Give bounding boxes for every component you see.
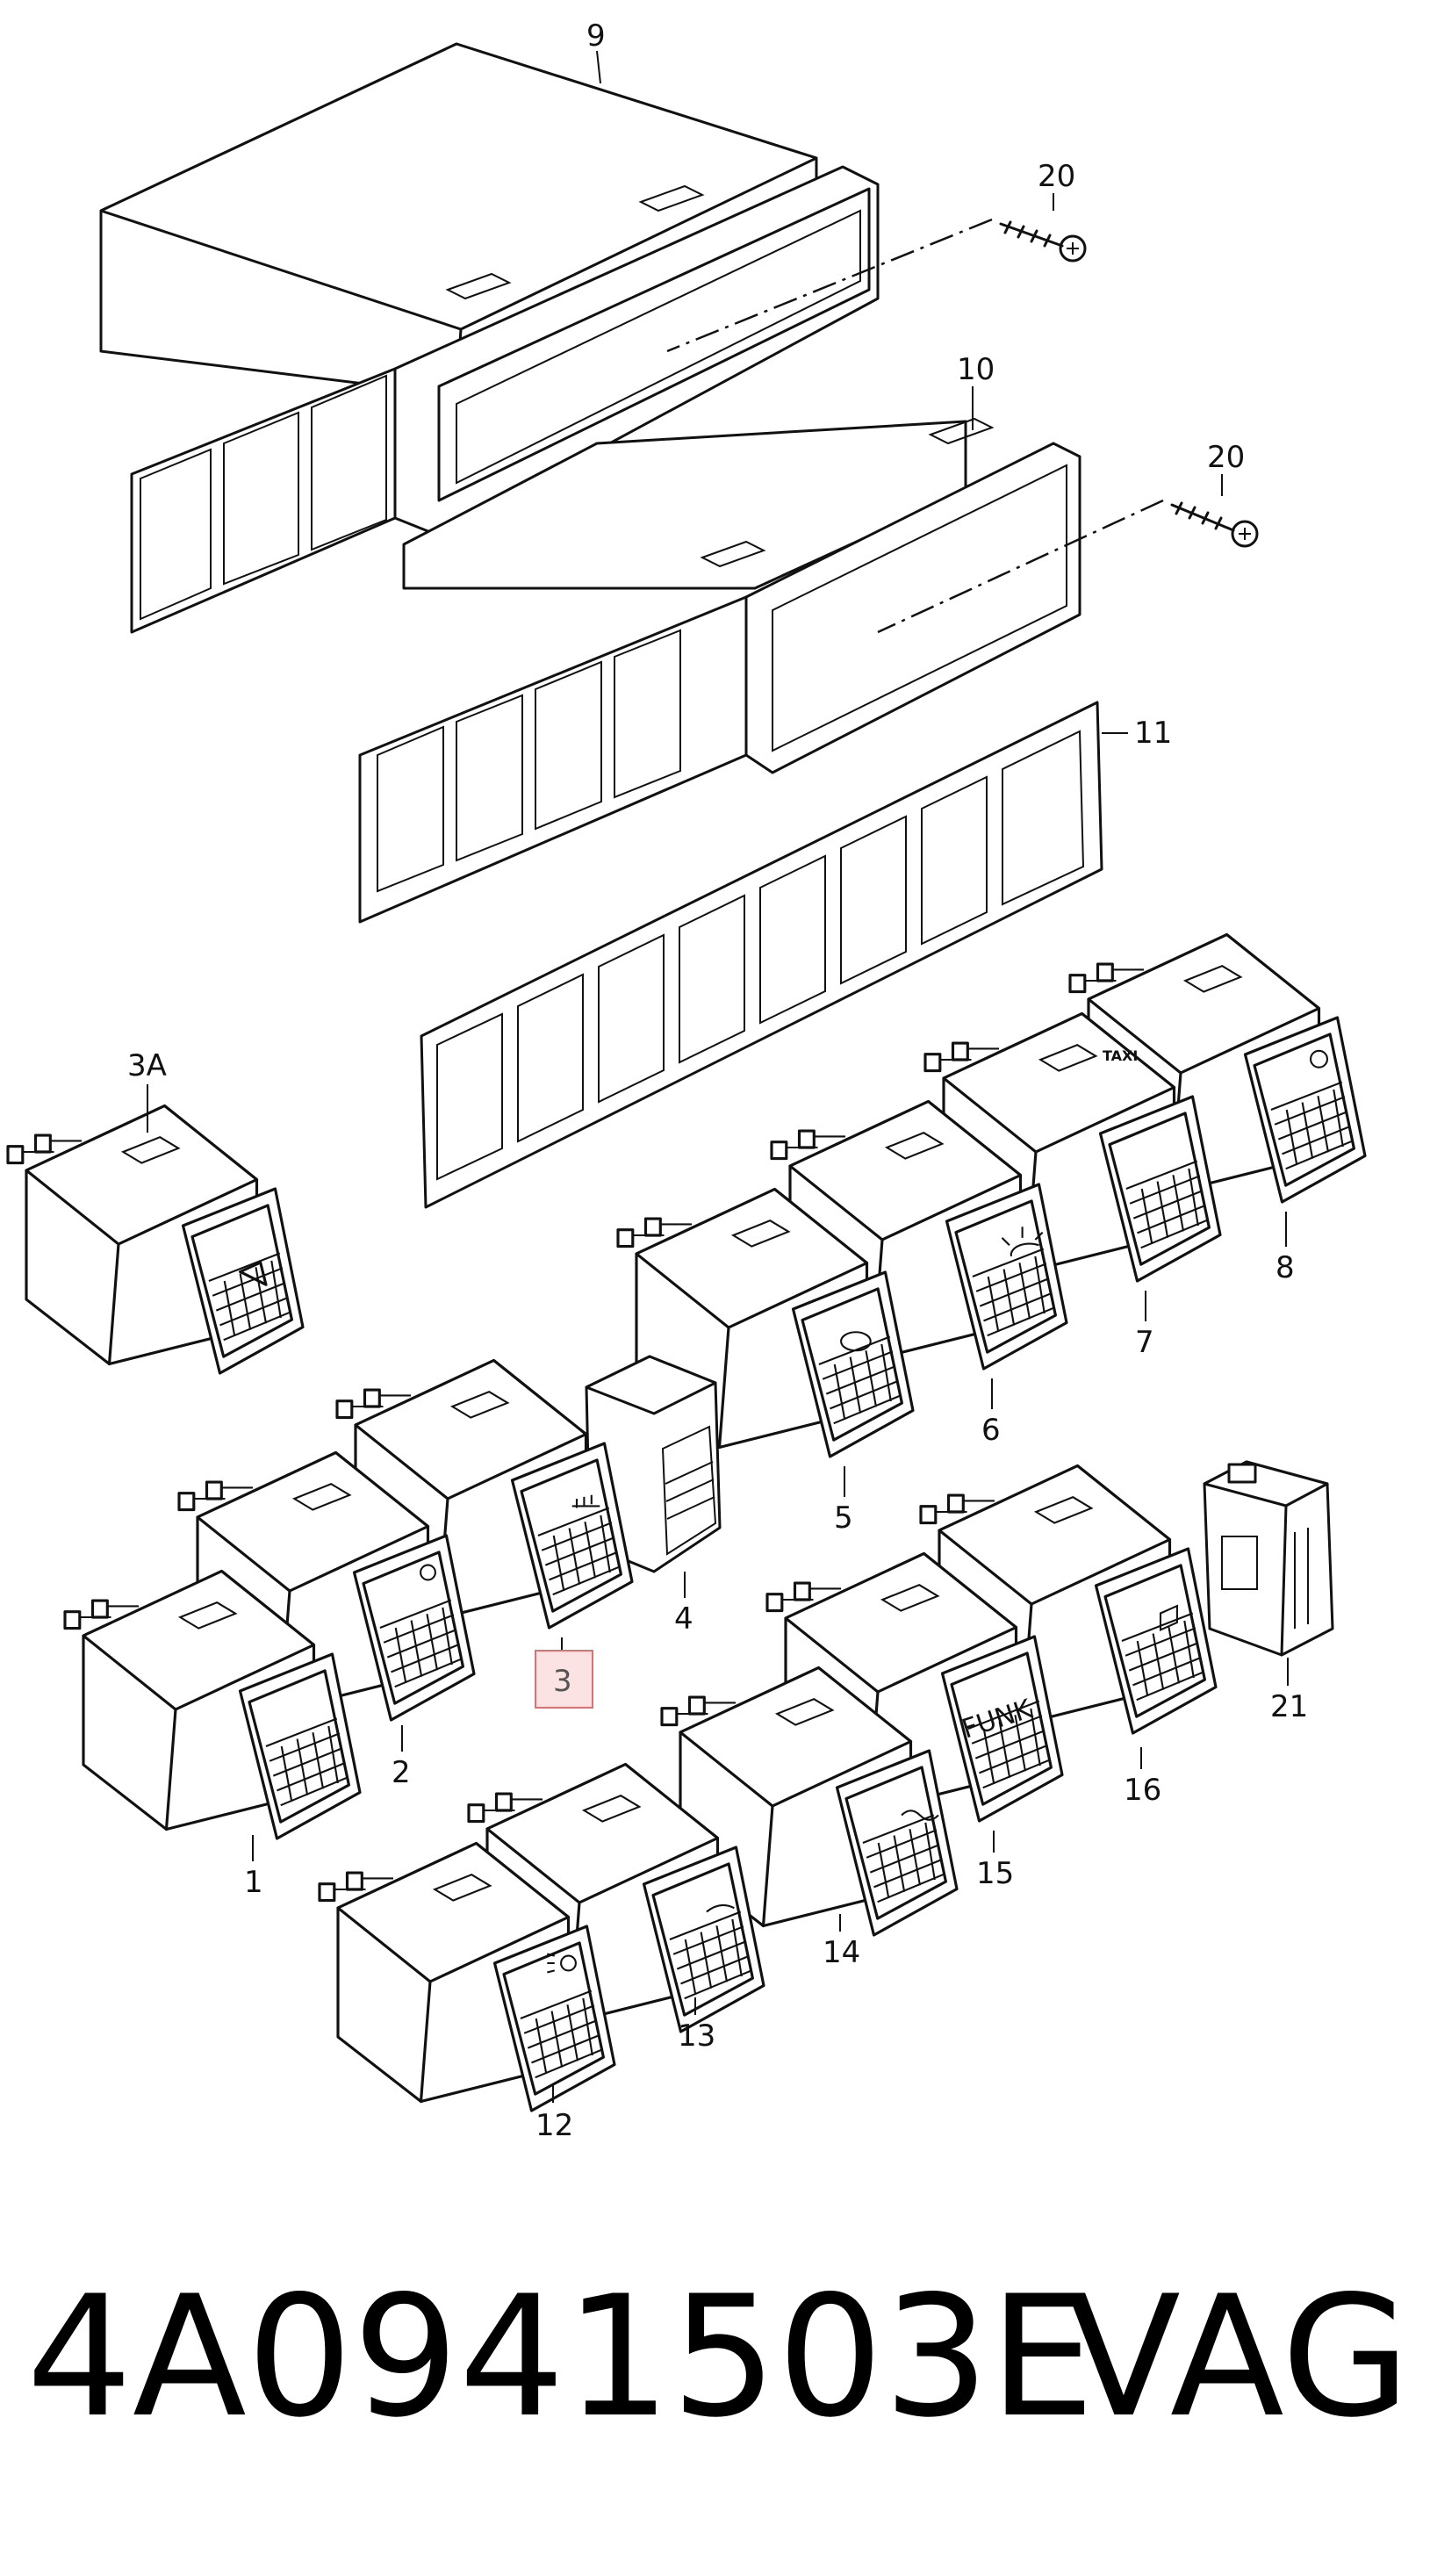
callout-20-lower: 20 bbox=[1207, 440, 1245, 475]
callout-21: 21 bbox=[1270, 1689, 1308, 1724]
callout-14: 14 bbox=[823, 1935, 860, 1970]
callout-4: 4 bbox=[674, 1601, 693, 1637]
switch-2 bbox=[177, 1450, 476, 1722]
taxi-label: TAXI bbox=[1103, 1047, 1138, 1064]
callout-10: 10 bbox=[957, 352, 995, 387]
cover-frame-11 bbox=[420, 701, 1128, 1209]
callout-2: 2 bbox=[392, 1755, 411, 1790]
callout-15: 15 bbox=[976, 1856, 1014, 1891]
switch-16 bbox=[919, 1464, 1218, 1735]
callout-6: 6 bbox=[981, 1413, 1001, 1448]
part-number: 4A0941503E bbox=[26, 2260, 1095, 2454]
callout-12: 12 bbox=[535, 2108, 573, 2143]
callout-9: 9 bbox=[586, 18, 606, 54]
callout-7: 7 bbox=[1135, 1325, 1154, 1360]
connector-21 bbox=[1203, 1460, 1334, 1657]
switch-3 bbox=[335, 1358, 634, 1630]
switch-5 bbox=[616, 1187, 915, 1458]
switch-13 bbox=[467, 1762, 765, 2033]
switch-6 bbox=[770, 1099, 1068, 1371]
callout-16: 16 bbox=[1124, 1773, 1161, 1808]
screw-20-lower bbox=[877, 474, 1259, 634]
leader-9 bbox=[596, 50, 601, 84]
switch-3A bbox=[6, 1104, 305, 1375]
callout-13: 13 bbox=[678, 2018, 715, 2054]
switch-8 bbox=[1068, 932, 1367, 1204]
brand-name: VAG bbox=[1067, 2260, 1411, 2454]
callout-3: 3 bbox=[553, 1664, 572, 1699]
callout-5: 5 bbox=[834, 1500, 853, 1536]
switch-12 bbox=[318, 1841, 616, 2112]
callout-1: 1 bbox=[244, 1865, 263, 1900]
housing-9 bbox=[99, 42, 880, 634]
housing-10 bbox=[358, 417, 1081, 924]
switch-14 bbox=[660, 1666, 959, 1937]
callout-11: 11 bbox=[1134, 716, 1172, 751]
callout-8: 8 bbox=[1276, 1250, 1295, 1285]
callout-3A: 3A bbox=[127, 1048, 167, 1083]
screw-20-upper bbox=[666, 193, 1087, 353]
callout-20-upper: 20 bbox=[1038, 159, 1075, 194]
callout-3-highlight bbox=[535, 1650, 593, 1709]
